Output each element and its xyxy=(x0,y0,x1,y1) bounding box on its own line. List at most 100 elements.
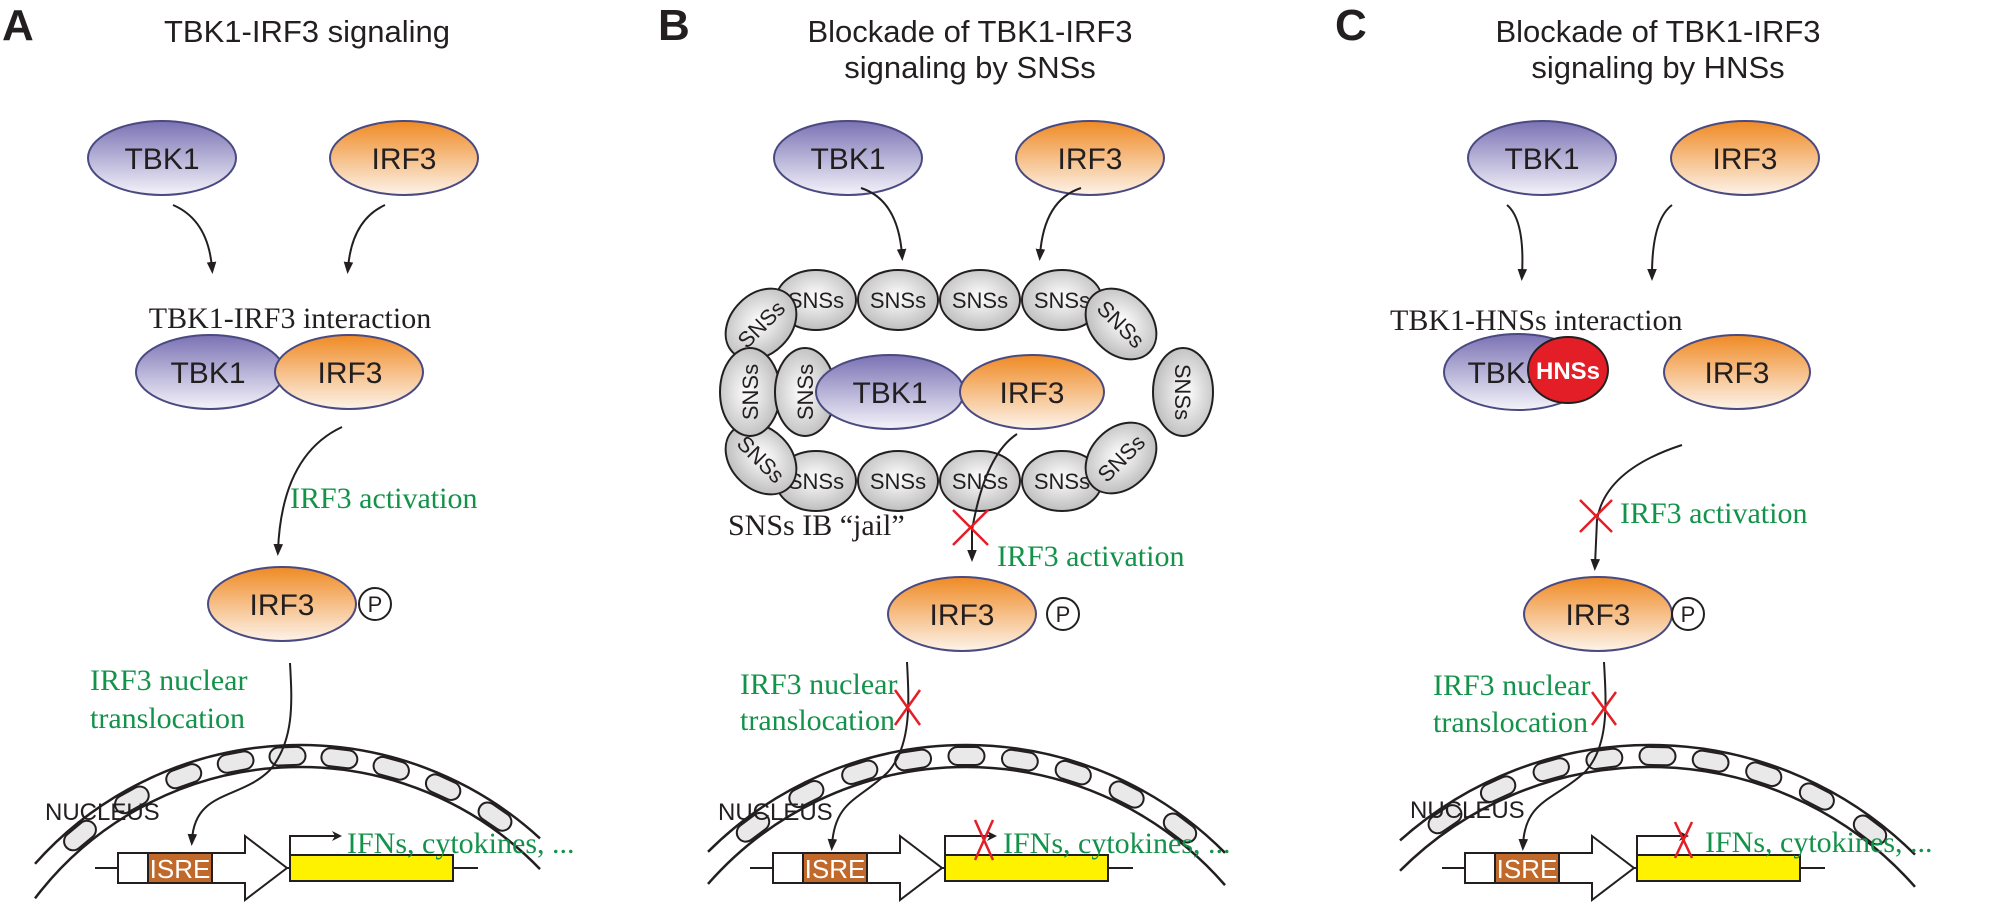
panel-title: TBK1-IRF3 signaling xyxy=(164,14,450,49)
nuclear-envelope xyxy=(34,743,541,900)
irf3-arrow xyxy=(1647,204,1673,281)
sns-protein: SNSs xyxy=(719,347,781,437)
irf3-label: IRF3 xyxy=(1704,357,1769,390)
activation-label: IRF3 activation xyxy=(997,540,1184,573)
nuclear-pore xyxy=(735,811,771,843)
sns-label: SNSs xyxy=(952,469,1008,494)
gene-box xyxy=(944,854,1109,882)
sns-protein: SNSs xyxy=(939,269,1021,331)
tbk1-label: TBK1 xyxy=(170,357,245,390)
panel-letter: A xyxy=(2,1,34,50)
irf3-protein: IRF3 xyxy=(329,120,479,196)
block-cross-icon xyxy=(952,509,989,546)
membrane-outer xyxy=(707,743,1226,854)
irf3-label: IRF3 xyxy=(249,589,314,622)
phosphate-icon xyxy=(1046,597,1080,631)
phosphate-label: P xyxy=(1681,602,1696,627)
tbk1-label: TBK1 xyxy=(1504,143,1579,176)
nuclear-pore xyxy=(1798,782,1835,811)
tbk1-hnss-complex: TBK1 HNSs xyxy=(1443,333,1609,411)
irf3-label: IRF3 xyxy=(1565,599,1630,632)
nuclear-pore xyxy=(1532,757,1570,783)
block-cross-icon xyxy=(1590,691,1618,726)
nuclear-pore xyxy=(788,779,825,809)
activation-arrow xyxy=(1590,444,1683,571)
nuclear-pore xyxy=(1638,745,1677,767)
nuclear-pore xyxy=(1054,759,1092,786)
panel-title-line2: signaling by SNSs xyxy=(844,50,1096,85)
block-cross-icon xyxy=(1673,821,1694,859)
tbk1-irf3-complex: TBK1 IRF3 xyxy=(815,354,1105,430)
nuclear-envelope xyxy=(707,743,1226,886)
output-label: IFNs, cytokines, ... xyxy=(1705,826,1933,859)
phosphorylated-irf3: IRF3 P xyxy=(1523,576,1705,652)
irf3-arrow xyxy=(1035,187,1082,261)
nuclear-pore xyxy=(216,750,255,774)
output-label: IFNs, cytokines, ... xyxy=(347,827,575,860)
irf3-label: IRF3 xyxy=(929,599,994,632)
translocation-label-line1: IRF3 nuclear xyxy=(1433,669,1590,702)
tbk1-arrow xyxy=(1506,204,1528,281)
nuclear-pore xyxy=(1108,780,1145,809)
isre-label: ISRE xyxy=(1497,854,1558,884)
tbk1-protein: TBK1 xyxy=(773,120,923,196)
tbk1-arrow xyxy=(172,204,217,274)
sns-label: SNSs xyxy=(788,288,844,313)
nuclear-pore xyxy=(1427,804,1463,835)
translocation-label-line1: IRF3 nuclear xyxy=(740,668,897,701)
irf3-label: IRF3 xyxy=(371,143,436,176)
tbk1-label: TBK1 xyxy=(124,143,199,176)
nuclear-pore xyxy=(320,747,359,770)
hnss-label: HNSs xyxy=(1536,358,1600,385)
sns-protein: SNSs xyxy=(724,422,798,496)
irf3-label: IRF3 xyxy=(1712,143,1777,176)
sns-protein: SNSs xyxy=(1084,421,1158,495)
tbk1-irf3-complex: TBK1 IRF3 xyxy=(135,334,424,410)
nuclear-pore xyxy=(1852,814,1888,846)
nucleus-label: NUCLEUS xyxy=(718,799,833,826)
transcription-start-arrow xyxy=(289,831,342,855)
transcription-start-arrow xyxy=(944,831,997,855)
translocation-label-line2: translocation xyxy=(1433,706,1588,739)
panel-title-line1: Blockade of TBK1-IRF3 xyxy=(1495,14,1820,49)
membrane-outer xyxy=(34,743,541,865)
sns-label: SNSs xyxy=(793,364,818,420)
translocation-arrow xyxy=(827,661,910,851)
irf3-arrow xyxy=(343,204,386,274)
sns-protein: SNSs xyxy=(1152,347,1214,437)
interaction-label: TBK1-IRF3 interaction xyxy=(149,302,431,335)
gene-box xyxy=(1636,854,1801,882)
translocation-arrow xyxy=(187,662,293,846)
nuclear-pore xyxy=(1745,761,1783,788)
block-cross-icon xyxy=(893,689,922,726)
sns-label: SNSs xyxy=(788,469,844,494)
translocation-arrow xyxy=(1518,661,1607,851)
nuclear-pore xyxy=(372,755,410,781)
nuclear-pore xyxy=(114,785,150,815)
sns-protein: SNSs xyxy=(1021,450,1103,512)
isre-label: ISRE xyxy=(805,854,866,884)
panel-letter: C xyxy=(1335,1,1367,50)
nuclear-pore xyxy=(477,801,513,832)
sns-protein: SNSs xyxy=(724,287,798,361)
tbk1-label: TBK1 xyxy=(852,377,927,410)
sns-label: SNSs xyxy=(870,469,926,494)
phosphate-icon xyxy=(1671,597,1705,631)
membrane-inner xyxy=(1399,765,1916,888)
sns-label: SNSs xyxy=(1034,469,1090,494)
translocation-label-line2: translocation xyxy=(740,704,895,737)
activation-arrow xyxy=(273,426,343,556)
panel-c: C Blockade of TBK1-IRF3 signaling by HNS… xyxy=(1335,1,1933,903)
tbk1-protein: TBK1 xyxy=(1467,120,1617,196)
tbk1-protein: TBK1 xyxy=(87,120,237,196)
isre-box xyxy=(802,852,868,884)
sns-label: SNSs xyxy=(738,364,763,420)
phosphate-label: P xyxy=(1056,602,1071,627)
block-cross-icon xyxy=(1579,499,1613,533)
nuclear-pore xyxy=(1585,747,1624,770)
gene-construct: ISRE xyxy=(95,831,478,903)
gene-construct: ISRE xyxy=(750,831,1133,903)
translocation-label-line1: IRF3 nuclear xyxy=(90,664,247,697)
